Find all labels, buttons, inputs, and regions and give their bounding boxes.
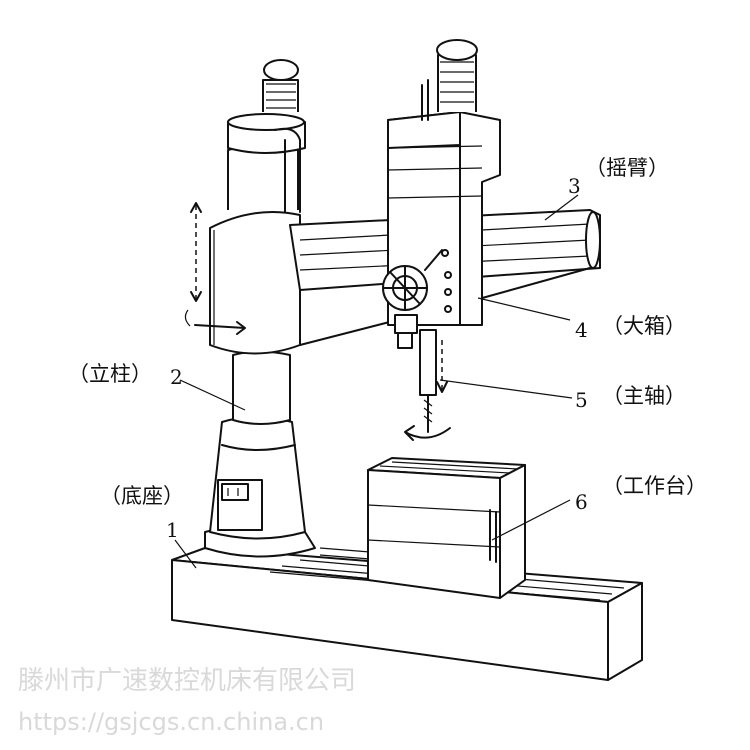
part-number-5: 5 [575, 388, 588, 412]
column [184, 59, 306, 425]
part-label-base: （底座） [100, 484, 184, 508]
column-footing [204, 416, 316, 558]
part-number-3: 3 [568, 174, 581, 198]
worktable [367, 457, 526, 599]
headstock [382, 39, 501, 349]
part-label-radial-arm: （摇臂） [585, 156, 669, 180]
part-number-6: 6 [575, 490, 588, 514]
watermark-company: 滕州市广速数控机床有限公司 [18, 666, 357, 696]
part-number-1: 1 [166, 518, 179, 542]
spindle [404, 329, 451, 441]
part-number-2: 2 [170, 365, 183, 389]
leader-lines [174, 194, 579, 569]
part-label-spindle: （主轴） [602, 384, 686, 408]
part-label-column: （立柱） [68, 362, 152, 386]
part-number-4: 4 [575, 318, 588, 342]
part-label-headstock: （大箱） [602, 314, 686, 338]
part-label-worktable: （工作台） [602, 474, 707, 498]
watermark-url: https://gsjcgs.cn.china.cn [18, 708, 325, 736]
